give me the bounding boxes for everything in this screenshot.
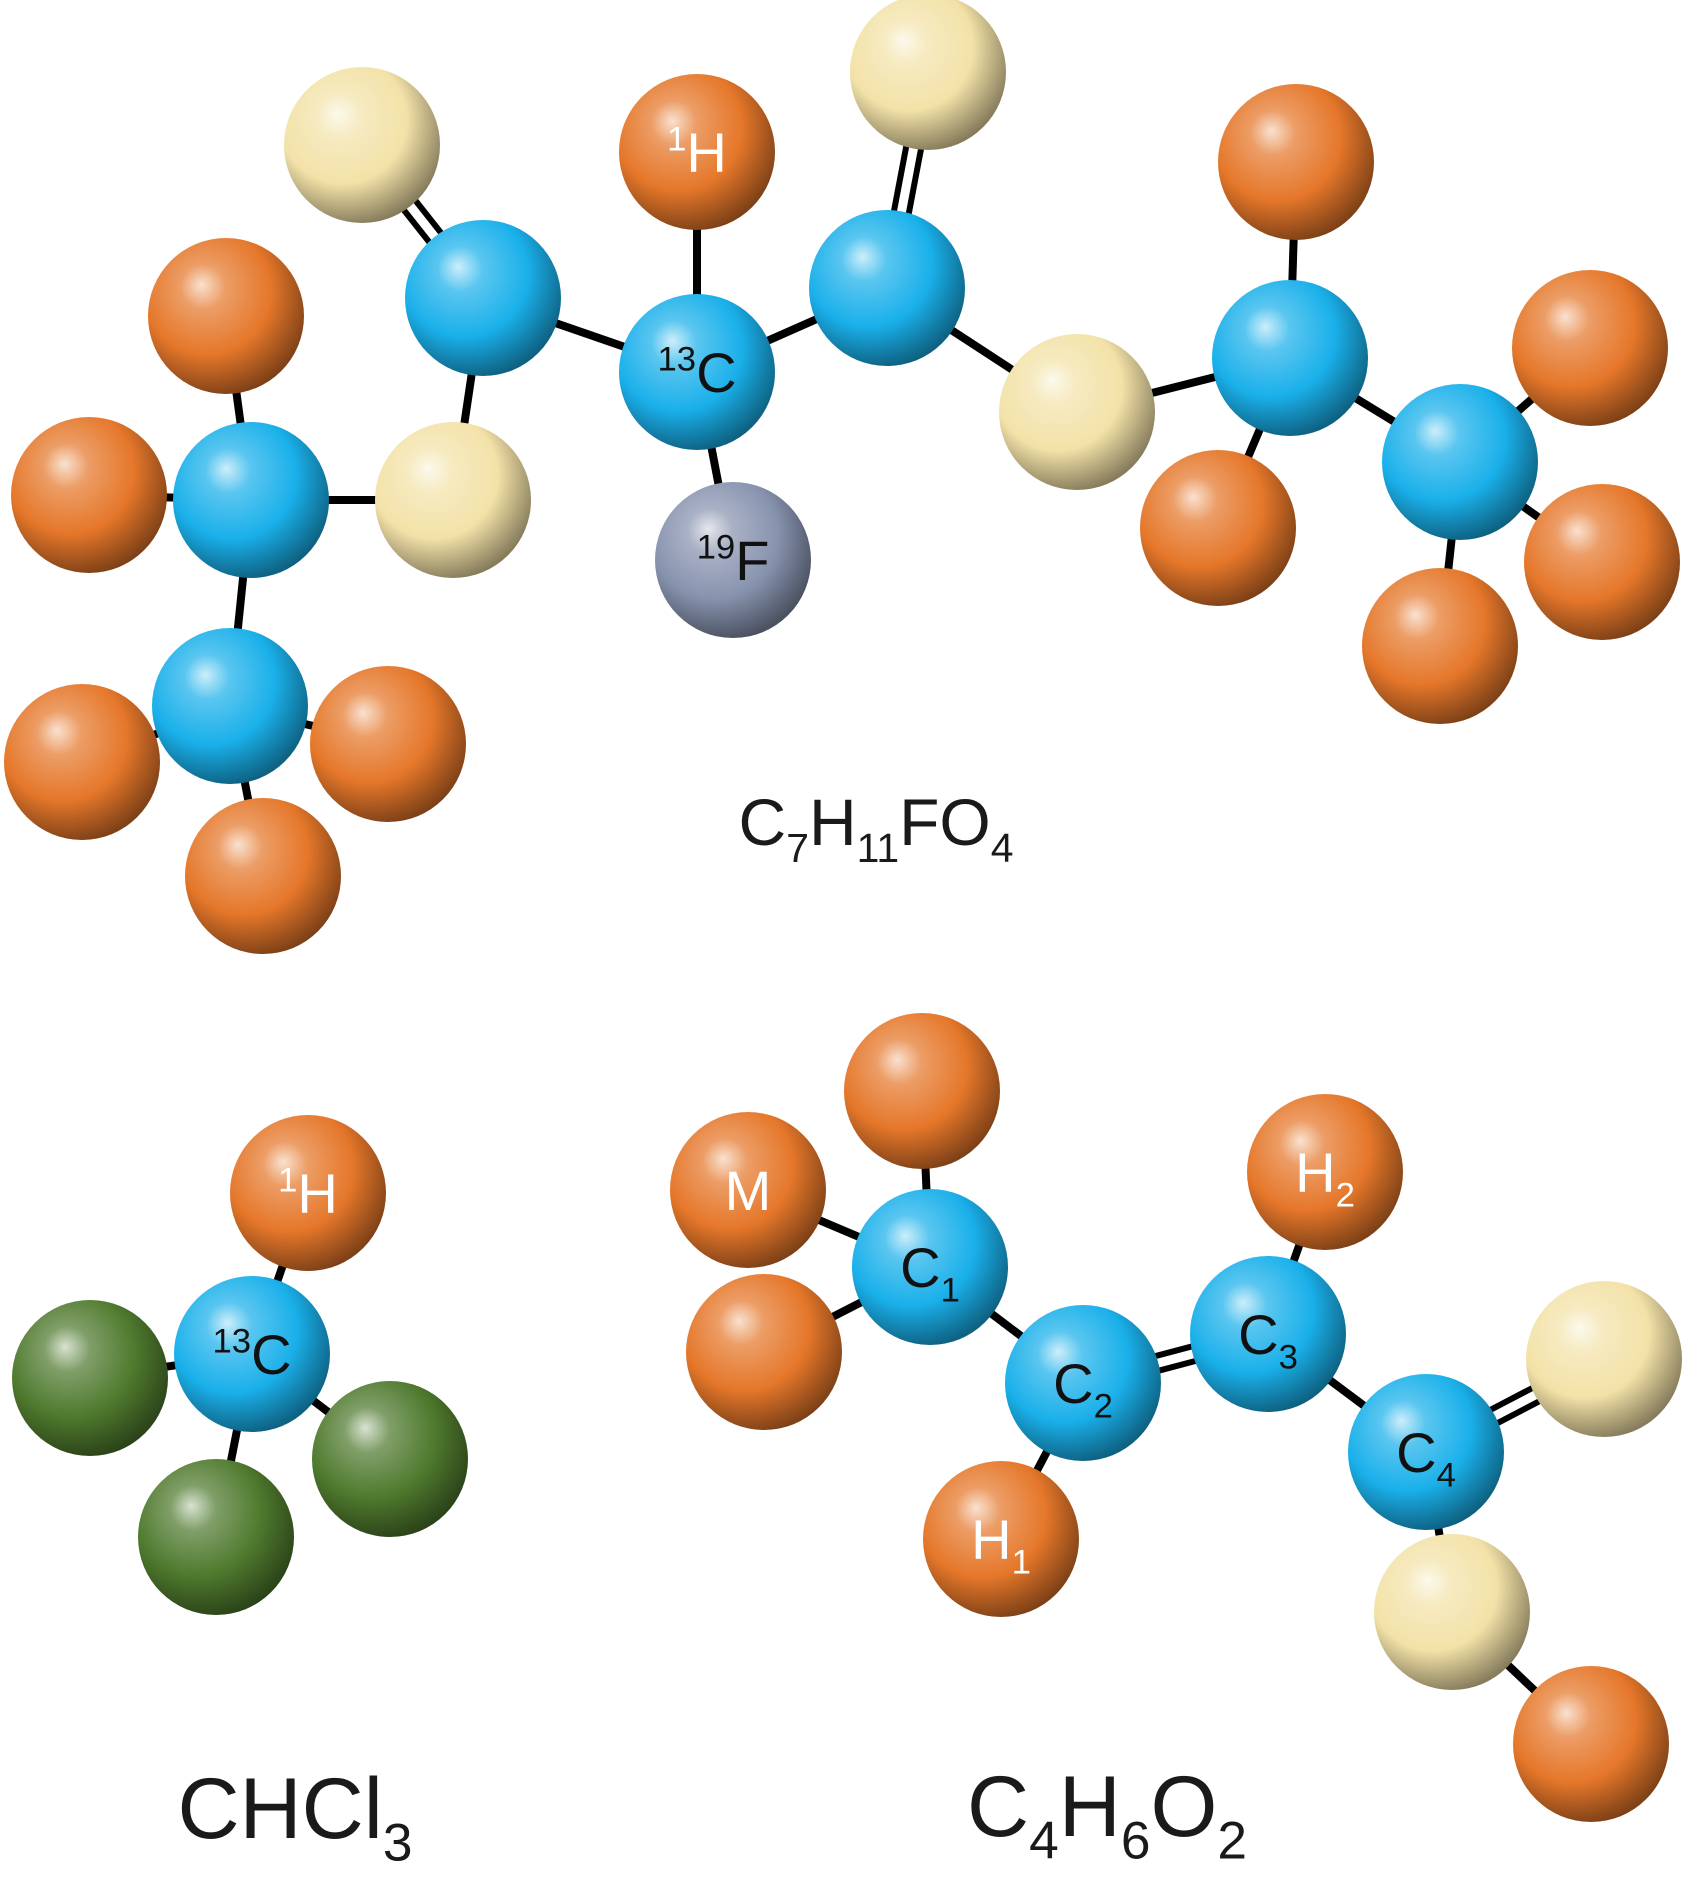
methyl-acrylate-atom-c3-label: C3 (1238, 1303, 1298, 1377)
fluoro-compound-atom-h1-label: 1H (667, 121, 727, 184)
hydrogen-atom-sphere (310, 666, 466, 822)
hydrogen-atom-sphere (1513, 1666, 1669, 1822)
fluoro-compound-atom-f1-label: 19F (697, 529, 770, 592)
carbon-atom-sphere (852, 1189, 1008, 1345)
hydrogen-atom-sphere (1218, 84, 1374, 240)
methyl-acrylate-atom-c3: C3 (1190, 1256, 1346, 1412)
carbon-atom-sphere (619, 294, 775, 450)
carbon-atom-sphere (1348, 1374, 1504, 1530)
fluoro-compound-formula: C7H11FO4 (739, 785, 1014, 871)
chloroform-atom-h1-label: 1H (278, 1162, 338, 1225)
hydrogen-atom-sphere (148, 238, 304, 394)
fluoro-compound-atom-h7 (1524, 484, 1680, 640)
oxygen-atom-sphere (1526, 1281, 1682, 1437)
methyl-acrylate-formula: C4H6O2 (967, 1759, 1247, 1870)
hydrogen-atom-sphere (1512, 270, 1668, 426)
methyl-acrylate-atom-h2: H2 (1247, 1094, 1403, 1250)
chloroform-atom-h1: 1H (230, 1115, 386, 1271)
carbon-atom-sphere (1212, 280, 1368, 436)
fluoro-compound-atom-c3 (809, 210, 965, 366)
carbon-atom-sphere (173, 422, 329, 578)
methyl-acrylate-atom-c4-label: C4 (1396, 1421, 1456, 1495)
carbon-atom-sphere (405, 220, 561, 376)
fluoro-compound-atom-f1: 19F (655, 482, 811, 638)
oxygen-atom-sphere (850, 0, 1006, 150)
carbon-atom-sphere (174, 1276, 330, 1432)
fluoro-compound-atom-o3 (999, 334, 1155, 490)
carbon-atom-sphere (152, 628, 308, 784)
fluoro-compound-atom-h10 (310, 666, 466, 822)
fluoro-compound-atom-h4 (1218, 84, 1374, 240)
fluoro-compound-atom-h11 (185, 798, 341, 954)
methyl-acrylate-atom-c1-label: C1 (900, 1236, 960, 1310)
fluoro-compound-atom-o1 (284, 67, 440, 223)
fluoro-compound-atom-h3 (11, 417, 167, 573)
hydrogen-atom-sphere (923, 1461, 1079, 1617)
fluoro-compound-atom-h2 (148, 238, 304, 394)
fluoro-compound-atom-c4 (1212, 280, 1368, 436)
methyl-acrylate-atom-o1 (1526, 1281, 1682, 1437)
methyl-acrylate-atom-hb (686, 1274, 842, 1430)
fluoro-compound-atom-h8 (1362, 568, 1518, 724)
fluoro-compound-atom-h9 (4, 684, 160, 840)
fluoro-compound-atom-h6 (1512, 270, 1668, 426)
methyl-acrylate-atom-c2-label: C2 (1053, 1352, 1113, 1426)
hydrogen-atom-sphere (619, 74, 775, 230)
methyl-acrylate-atom-c2: C2 (1005, 1305, 1161, 1461)
fluoro-compound-atom-h5 (1140, 450, 1296, 606)
chloroform-atom-cl3 (138, 1459, 294, 1615)
methyl-acrylate-atom-m: M (670, 1112, 826, 1268)
hydrogen-atom-sphere (844, 1013, 1000, 1169)
hydrogen-atom-sphere (686, 1274, 842, 1430)
fluoro-compound-atom-h1: 1H (619, 74, 775, 230)
fluoro-compound-atom-c1 (405, 220, 561, 376)
chlorine-atom-sphere (12, 1300, 168, 1456)
oxygen-atom-sphere (999, 334, 1155, 490)
chlorine-atom-sphere (138, 1459, 294, 1615)
chloroform-atom-c1-label: 13C (212, 1323, 291, 1386)
carbon-atom-sphere (1382, 384, 1538, 540)
hydrogen-atom-sphere (670, 1112, 826, 1268)
carbon-atom-sphere (809, 210, 965, 366)
chloroform-atom-c1: 13C (174, 1276, 330, 1432)
fluoro-compound-atom-c6 (173, 422, 329, 578)
hydrogen-atom-sphere (4, 684, 160, 840)
hydrogen-atom-sphere (185, 798, 341, 954)
fluoro-compound-atom-o4 (375, 422, 531, 578)
fluoro-compound-atom-c2: 13C (619, 294, 775, 450)
hydrogen-atom-sphere (11, 417, 167, 573)
fluorine-atom-sphere (655, 482, 811, 638)
fluoro-compound-atom-c7 (152, 628, 308, 784)
methyl-acrylate-atom-h1-label: H1 (971, 1508, 1031, 1582)
chloroform-formula: CHCl3 (177, 1761, 412, 1872)
hydrogen-atom-sphere (1140, 450, 1296, 606)
methyl-acrylate-atom-c1: C1 (852, 1189, 1008, 1345)
hydrogen-atom-sphere (1524, 484, 1680, 640)
oxygen-atom-sphere (375, 422, 531, 578)
hydrogen-atom-sphere (1247, 1094, 1403, 1250)
methyl-acrylate-atom-m-label: M (725, 1159, 772, 1222)
oxygen-atom-sphere (1374, 1534, 1530, 1690)
hydrogen-atom-sphere (1362, 568, 1518, 724)
fluoro-compound-atom-c2-label: 13C (657, 341, 736, 404)
methyl-acrylate-atom-h3 (1513, 1666, 1669, 1822)
hydrogen-atom-sphere (230, 1115, 386, 1271)
oxygen-atom-sphere (284, 67, 440, 223)
carbon-atom-sphere (1005, 1305, 1161, 1461)
chloroform-atom-cl1 (12, 1300, 168, 1456)
chlorine-atom-sphere (312, 1381, 468, 1537)
methyl-acrylate-atom-c4: C4 (1348, 1374, 1504, 1530)
chloroform-atom-cl2 (312, 1381, 468, 1537)
fluoro-compound-atom-c5 (1382, 384, 1538, 540)
methyl-acrylate-atom-ht (844, 1013, 1000, 1169)
methyl-acrylate-atom-h1: H1 (923, 1461, 1079, 1617)
carbon-atom-sphere (1190, 1256, 1346, 1412)
methyl-acrylate-atom-o2 (1374, 1534, 1530, 1690)
fluoro-compound-atom-o2 (850, 0, 1006, 150)
methyl-acrylate-atom-h2-label: H2 (1295, 1141, 1355, 1215)
